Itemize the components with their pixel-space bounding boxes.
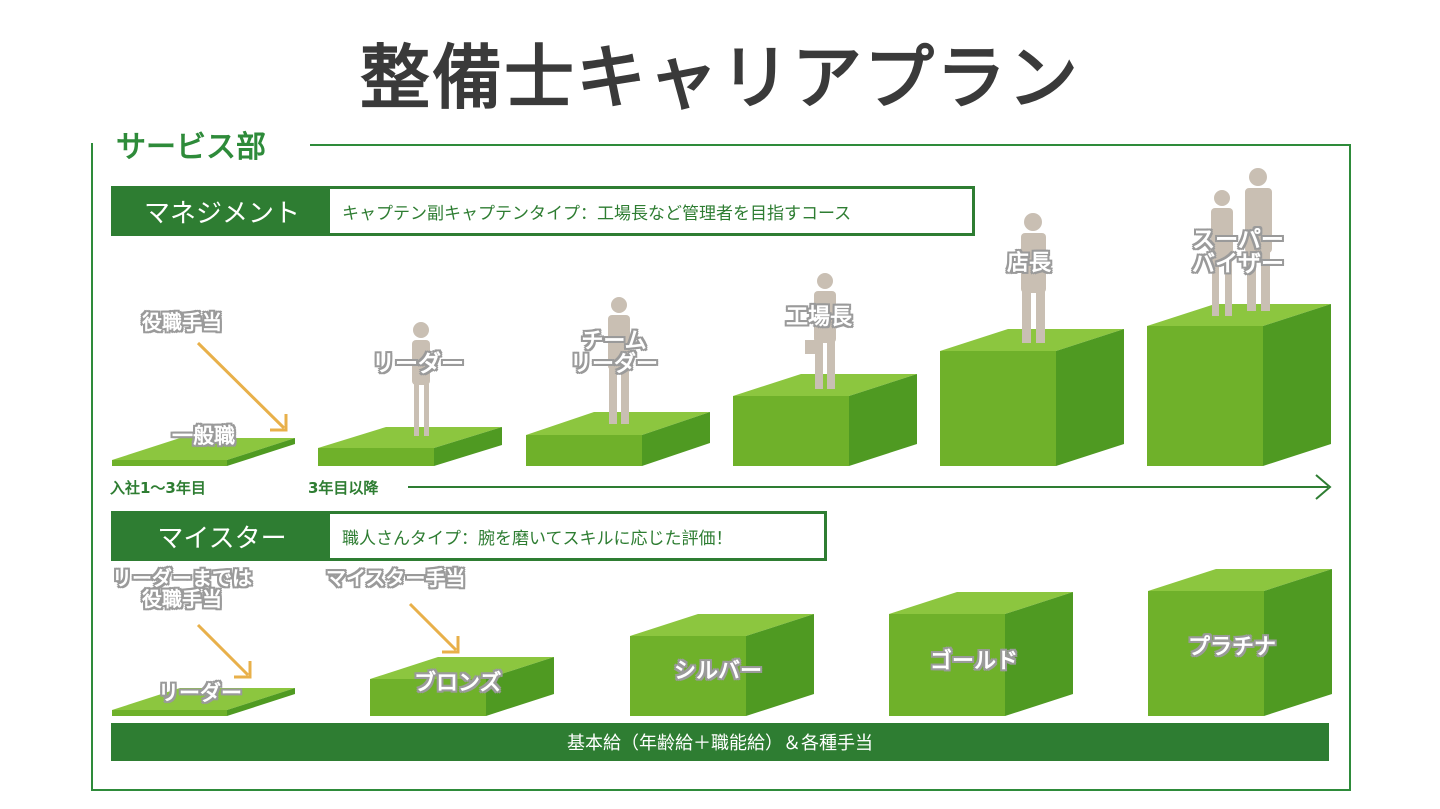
step-label-supervisor: スーパー バイザー bbox=[1192, 227, 1284, 278]
mgmt-block-2 bbox=[318, 427, 502, 466]
step-label-store-manager: 店長 bbox=[1007, 251, 1052, 276]
step-label-general: 一般職 bbox=[172, 424, 235, 448]
meister-step-platinum: プラチナ bbox=[1188, 635, 1277, 660]
timeline-start: 入社1〜3年目 bbox=[110, 479, 206, 497]
meister-allowance-right: マイスター手当 bbox=[326, 566, 466, 590]
person-icon-supervisor-1 bbox=[1211, 190, 1233, 316]
section-frame bbox=[91, 143, 1351, 791]
meister-block-2 bbox=[370, 657, 554, 716]
management-heading: マネジメント bbox=[114, 189, 330, 233]
meister-block-3 bbox=[630, 614, 814, 716]
person-icon-team-leader bbox=[608, 297, 630, 424]
section-label: サービス部 bbox=[108, 122, 274, 166]
mgmt-block-5 bbox=[940, 329, 1124, 466]
meister-allowance-arrow-right bbox=[408, 602, 458, 652]
meister-block-1 bbox=[112, 688, 295, 716]
mgmt-block-6 bbox=[1147, 304, 1331, 466]
management-description: キャプテン副キャプテンタイプ：工場長など管理者を目指すコース bbox=[342, 203, 852, 224]
meister-step-silver: シルバー bbox=[674, 659, 763, 684]
step-label-team-leader: チーム リーダー bbox=[570, 329, 659, 378]
meister-heading: マイスター bbox=[114, 514, 330, 558]
meister-description: 職人さんタイプ：腕を磨いてスキルに応じた評価！ bbox=[342, 528, 733, 549]
meister-allowance-arrow-left bbox=[196, 623, 250, 677]
mgmt-block-4 bbox=[733, 374, 917, 466]
meister-step-leader: リーダー bbox=[158, 681, 242, 705]
person-icon-supervisor-2 bbox=[1245, 168, 1272, 311]
step-label-leader: リーダー bbox=[372, 351, 464, 377]
meister-block-4 bbox=[889, 592, 1073, 716]
meister-allowance-left: リーダーまでは 役職手当 bbox=[112, 566, 252, 611]
meister-block-5 bbox=[1148, 569, 1332, 716]
footer-bar: 基本給（年齢給＋職能給）＆各種手当 bbox=[111, 723, 1329, 761]
mgmt-block-1 bbox=[112, 438, 295, 466]
person-icon-leader bbox=[412, 322, 430, 436]
timeline-after: 3年目以降 bbox=[308, 479, 379, 497]
meister-step-bronze: ブロンズ bbox=[414, 671, 502, 696]
step-label-factory-manager: 工場長 bbox=[786, 305, 853, 330]
meister-step-gold: ゴールド bbox=[930, 649, 1019, 674]
management-banner: マネジメント キャプテン副キャプテンタイプ：工場長など管理者を目指すコース bbox=[111, 186, 975, 236]
person-icon-factory-manager bbox=[805, 273, 836, 389]
person-icon-store-manager bbox=[1021, 213, 1046, 343]
meister-banner: マイスター 職人さんタイプ：腕を磨いてスキルに応じた評価！ bbox=[111, 511, 827, 561]
allowance-label: 役職手当 bbox=[142, 310, 222, 334]
mgmt-block-3 bbox=[526, 412, 710, 466]
page-title: 整備士キャリアプラン bbox=[360, 37, 1080, 119]
allowance-arrow bbox=[196, 341, 286, 430]
